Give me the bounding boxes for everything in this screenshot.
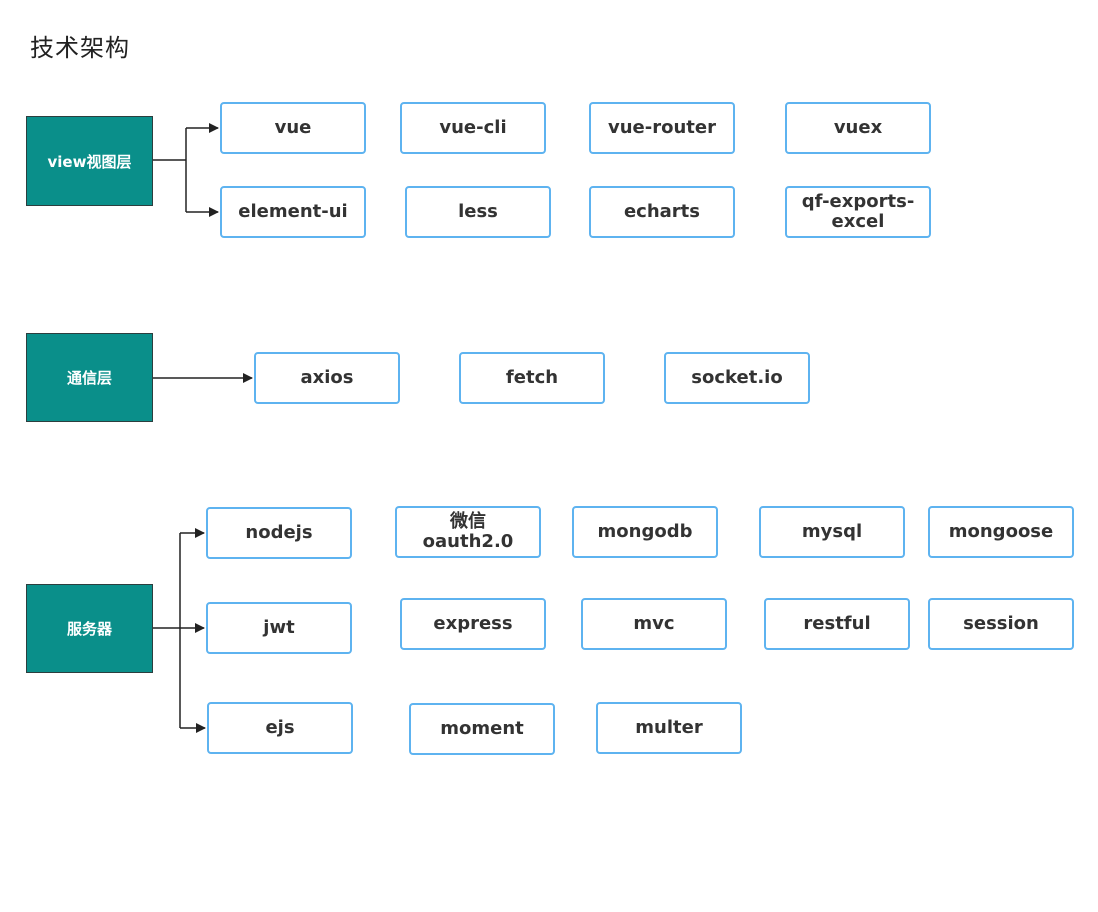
node-element-ui: element-ui: [220, 186, 366, 238]
node-multer: multer: [596, 702, 742, 754]
node-vue-cli: vue-cli: [400, 102, 546, 154]
layer-comm: 通信层: [26, 333, 153, 422]
node-ejs: ejs: [207, 702, 353, 754]
node-wechat-oauth: 微信 oauth2.0: [395, 506, 541, 558]
node-session: session: [928, 598, 1074, 650]
node-restful: restful: [764, 598, 910, 650]
node-fetch: fetch: [459, 352, 605, 404]
node-mongodb: mongodb: [572, 506, 718, 558]
node-express: express: [400, 598, 546, 650]
node-vuex: vuex: [785, 102, 931, 154]
layer-server-label: 服务器: [66, 620, 112, 638]
node-moment: moment: [409, 703, 555, 755]
node-axios: axios: [254, 352, 400, 404]
node-socket-io: socket.io: [664, 352, 810, 404]
node-qf-exports-excel: qf-exports- excel: [785, 186, 931, 238]
node-mysql: mysql: [759, 506, 905, 558]
server-layer-connectors: [153, 528, 206, 733]
page-title: 技术架构: [30, 34, 130, 62]
node-vue-router: vue-router: [589, 102, 735, 154]
layer-view: view视图层: [26, 116, 153, 206]
node-echarts: echarts: [589, 186, 735, 238]
view-layer-connectors: [153, 123, 219, 217]
node-mvc: mvc: [581, 598, 727, 650]
node-jwt: jwt: [206, 602, 352, 654]
node-nodejs: nodejs: [206, 507, 352, 559]
node-less: less: [405, 186, 551, 238]
layer-server: 服务器: [26, 584, 153, 673]
node-vue: vue: [220, 102, 366, 154]
layer-view-label: view视图层: [47, 152, 132, 171]
layer-comm-label: 通信层: [66, 369, 112, 387]
node-mongoose: mongoose: [928, 506, 1074, 558]
